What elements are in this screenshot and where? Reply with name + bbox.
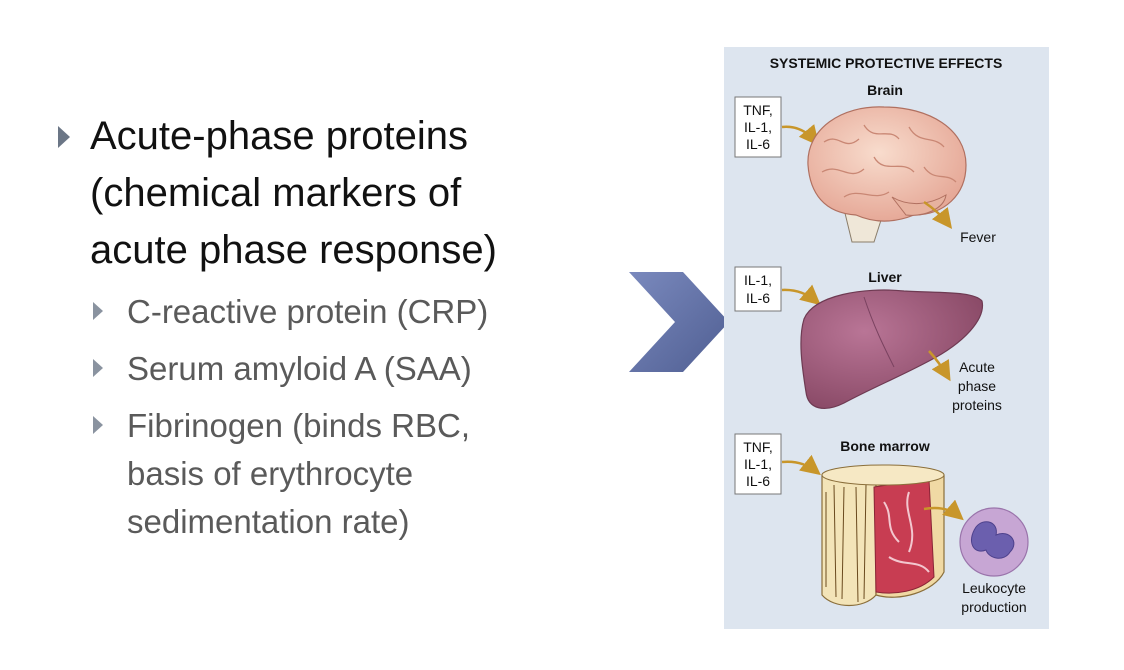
cytokine-label: IL-1, xyxy=(744,119,772,135)
main-bullet-line: (chemical markers of xyxy=(90,171,462,215)
effect-label-line: proteins xyxy=(952,397,1002,413)
effect-arrow xyxy=(923,200,953,229)
brain-illustration xyxy=(807,106,967,243)
sub-bullet-line: sedimentation rate) xyxy=(127,503,410,540)
cytokine-label: IL-6 xyxy=(746,136,770,152)
organ-label-brain: Brain xyxy=(867,82,903,98)
cytokine-label: IL-1, xyxy=(744,456,772,472)
bullet-arrow-icon xyxy=(93,359,103,377)
effect-arrow xyxy=(923,499,964,521)
cytokine-arrow xyxy=(781,124,820,146)
effect-arrow xyxy=(928,350,951,382)
bone-marrow-illustration xyxy=(821,464,945,606)
effect-label-line: production xyxy=(961,599,1026,615)
organ-label-liver: Liver xyxy=(868,269,902,285)
cytokine-box-brain xyxy=(734,96,782,158)
cytokine-label: TNF, xyxy=(743,439,773,455)
effect-label-line: Acute xyxy=(959,359,995,375)
liver-illustration xyxy=(800,289,984,409)
figure-title: SYSTEMIC PROTECTIVE EFFECTS xyxy=(770,55,1003,71)
sub-bullet-crp: C-reactive protein (CRP) xyxy=(127,293,489,330)
cytokine-box-liver xyxy=(734,266,782,312)
cytokine-label: IL-6 xyxy=(746,290,770,306)
cytokine-label: IL-6 xyxy=(746,473,770,489)
leukocyte-illustration xyxy=(959,507,1029,577)
sub-bullet-saa: Serum amyloid A (SAA) xyxy=(127,350,472,387)
main-bullet: Acute-phase proteins (chemical markers o… xyxy=(90,108,497,279)
sub-bullet-line: Fibrinogen (binds RBC, xyxy=(127,407,470,444)
effect-label-line: phase xyxy=(958,378,996,394)
organ-label-bone-marrow: Bone marrow xyxy=(840,438,930,454)
cytokine-label: TNF, xyxy=(743,102,773,118)
bullet-list: Acute-phase proteins (chemical markers o… xyxy=(58,108,497,546)
effect-label-fever: Fever xyxy=(960,229,996,245)
bullet-arrow-icon xyxy=(58,126,70,148)
bullet-arrow-icon xyxy=(93,416,103,434)
cytokine-arrow xyxy=(781,284,821,306)
main-bullet-line: Acute-phase proteins xyxy=(90,114,469,158)
sub-bullet-line: basis of erythrocyte xyxy=(127,455,414,492)
chevron-arrow-icon xyxy=(629,272,729,372)
main-bullet-line: acute phase response) xyxy=(90,228,497,272)
cytokine-arrow xyxy=(781,454,821,476)
effect-label-line: Leukocyte xyxy=(962,580,1026,596)
cytokine-box-bone-marrow xyxy=(734,433,782,495)
systemic-effects-figure: SYSTEMIC PROTECTIVE EFFECTS Brain TNF, I… xyxy=(724,47,1049,629)
cytokine-label: IL-1, xyxy=(744,272,772,288)
bullet-arrow-icon xyxy=(93,302,103,320)
sub-bullet-fibrinogen: Fibrinogen (binds RBC, basis of erythroc… xyxy=(127,402,470,546)
